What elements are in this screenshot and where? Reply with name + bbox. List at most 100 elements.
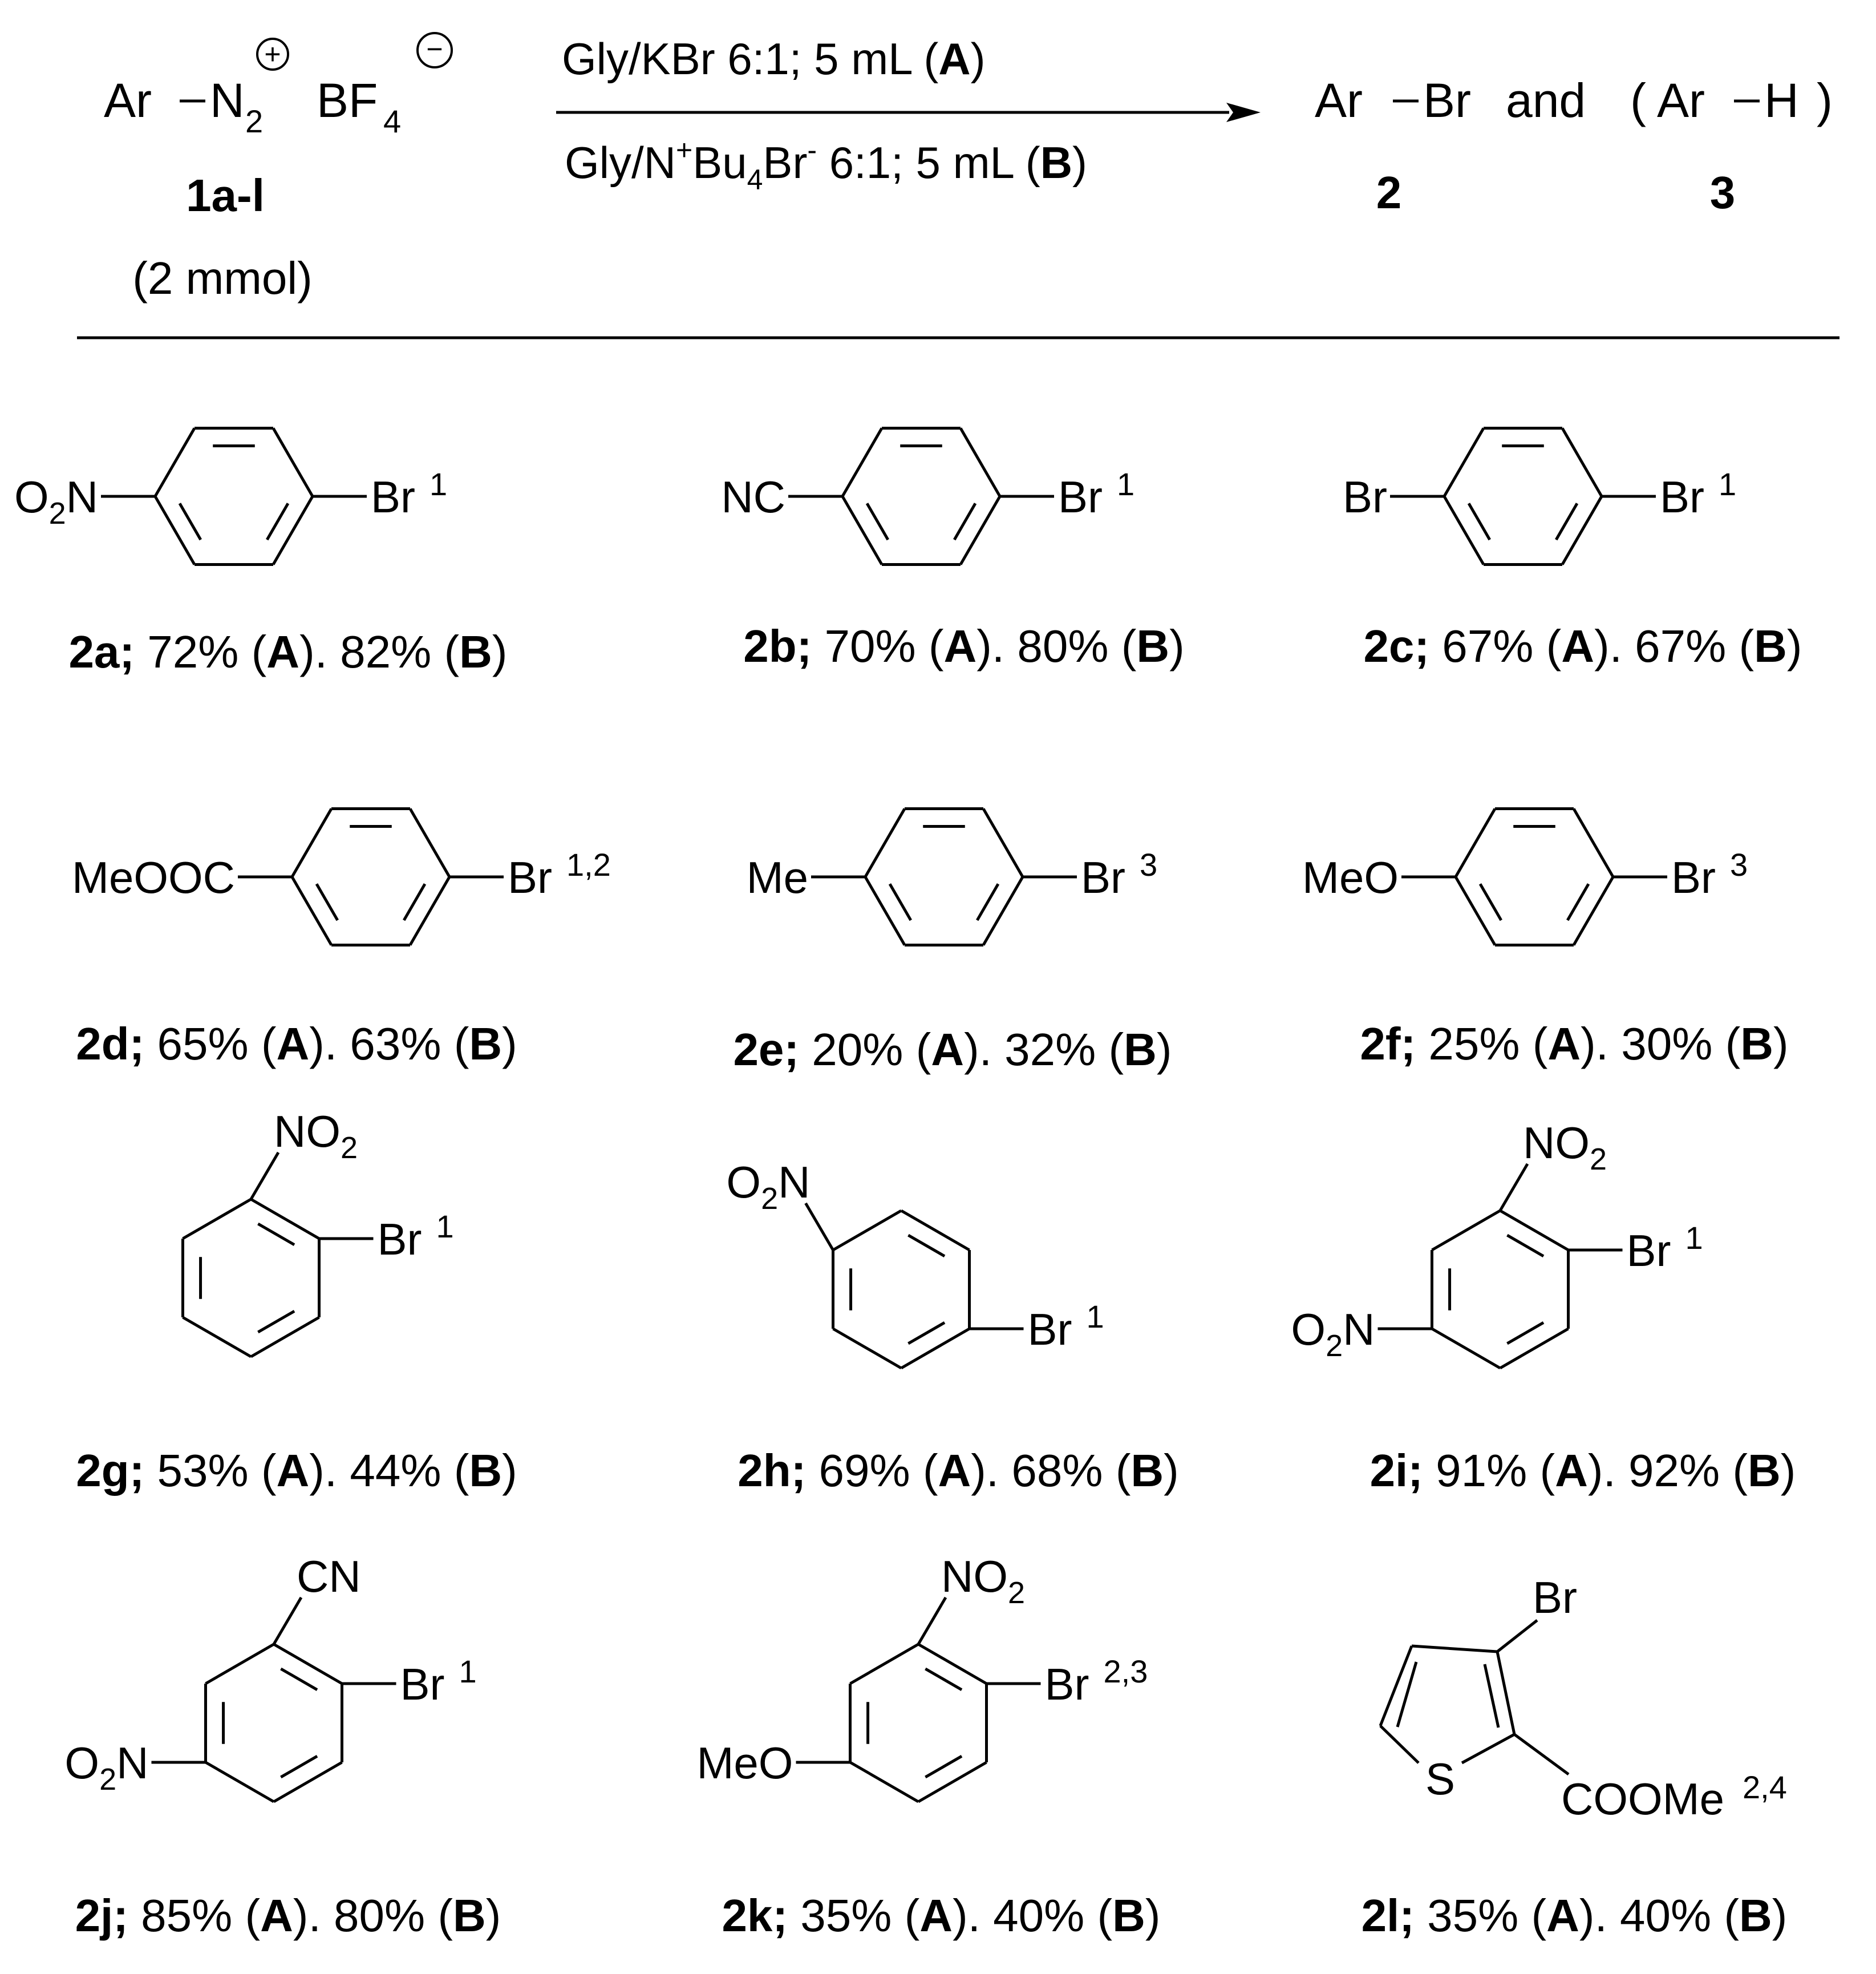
ring-bond — [1572, 808, 1615, 878]
substituent-bond — [249, 1151, 280, 1200]
yield-b-method: B — [1748, 1445, 1781, 1496]
substituent-top-label-subscript: 2 — [1008, 1576, 1025, 1610]
substituent-bond — [272, 1596, 303, 1645]
ring-bond — [182, 1198, 252, 1240]
ring-bond — [182, 1316, 252, 1358]
ring-bond — [864, 876, 906, 946]
substituent-left-label-text: MeO — [696, 1738, 793, 1788]
ring-inner-bond — [1506, 1233, 1545, 1257]
substituent-right-label: Br — [1671, 852, 1716, 903]
substituent-bond — [917, 1596, 947, 1645]
yield-b-value: ). 68% ( — [971, 1445, 1131, 1496]
substituent-right-label-text: Br — [371, 472, 415, 522]
yield-b-method: B — [1754, 621, 1787, 672]
ring-bond — [1411, 1644, 1498, 1653]
substituent-left-label-text: N — [1343, 1304, 1375, 1354]
ring-inner-bond — [257, 1310, 295, 1334]
yield-a-method: A — [1555, 1445, 1588, 1496]
substituent-left-label-text: O — [1291, 1304, 1326, 1354]
yield-b-value: ). 80% ( — [293, 1890, 453, 1941]
substituent-left-label: O2N — [64, 1738, 148, 1797]
ring-bond — [841, 427, 884, 497]
substituent-right-label-text: Br — [1627, 1225, 1671, 1276]
yield-a-value: 35% ( — [788, 1890, 920, 1941]
product-3-h: H — [1764, 74, 1799, 127]
ring-inner-bond — [280, 1667, 318, 1691]
ring-bond — [849, 1643, 919, 1685]
ring-inner-bond — [925, 1755, 963, 1779]
substituent-top-label-text: Br — [1533, 1572, 1577, 1623]
substituent-top-label-text: NO — [941, 1551, 1008, 1601]
compound-id: 2f; — [1360, 1018, 1416, 1069]
yield-close: ) — [502, 1445, 517, 1496]
ring-bond — [917, 1761, 987, 1803]
ring-bond — [290, 808, 333, 878]
ring-bond — [1431, 1209, 1501, 1252]
substituent-right-label-text: Br — [1081, 852, 1125, 903]
yield-b-value: ). 32% ( — [964, 1024, 1124, 1075]
yield-close: ) — [1145, 1890, 1161, 1941]
yield-a-method: A — [266, 626, 299, 677]
condition-b-text-1: Gly/N — [565, 137, 676, 188]
yield-a-value: 53% ( — [144, 1445, 277, 1496]
ring-inner-bond — [907, 1321, 946, 1345]
yield-a-method: A — [943, 621, 977, 672]
ring-bond — [153, 495, 196, 565]
yield-close: ) — [1787, 621, 1802, 672]
ring-inner-bond — [1467, 503, 1491, 541]
substituent-right-label-text: Br — [508, 852, 552, 903]
product-2-ar: Ar — [1315, 74, 1363, 127]
yield-b-value: ). 44% ( — [309, 1445, 469, 1496]
substituent-left-label-subscript: 2 — [1326, 1329, 1343, 1363]
substituent-bond — [1513, 1733, 1570, 1776]
ring-bond — [1443, 427, 1485, 497]
ring-inner-bond — [1566, 883, 1590, 921]
yield-b-method: B — [1131, 1445, 1164, 1496]
product-2-br: Br — [1423, 74, 1471, 127]
ring-bond — [1454, 808, 1497, 878]
ring-inner-bond — [925, 1667, 963, 1691]
ring-bond — [841, 495, 884, 565]
ring-inner-bond — [865, 503, 889, 541]
substituent-left-label: NC — [721, 472, 785, 522]
substituent-right-label: Br — [1627, 1225, 1671, 1276]
ring-bond — [1379, 1725, 1420, 1764]
condition-b-close: ) — [1072, 137, 1087, 188]
ring-bond — [864, 808, 906, 878]
footnote-marker: 2,4 — [1743, 1769, 1787, 1805]
ring-bond — [205, 1643, 275, 1685]
condition-b: Gly/N+Bu4Br- 6:1; 5 mL (B) — [565, 134, 1087, 196]
yield-a-method: A — [276, 1018, 309, 1069]
ring-bond — [1561, 427, 1603, 497]
yield-close: ) — [1772, 1890, 1788, 1941]
yield-a-value: 25% ( — [1416, 1018, 1548, 1069]
ring-bond — [273, 1643, 343, 1685]
ring-bond — [1572, 876, 1615, 946]
substituent-bond — [1498, 1163, 1529, 1212]
minus-charge-sign: − — [426, 33, 443, 65]
yield-close: ) — [1157, 1024, 1172, 1075]
substituent-right-label: Br — [371, 472, 415, 522]
yield-a-value: 85% ( — [128, 1890, 261, 1941]
substituent-left-label: O2N — [1291, 1304, 1375, 1363]
substituent-right-label: Br — [508, 852, 552, 903]
compound-id: 2g; — [76, 1445, 144, 1496]
substituent-left-label: Me — [747, 852, 808, 903]
yield-a-value: 69% ( — [806, 1445, 938, 1496]
substituent-top-label-text: NO — [274, 1106, 341, 1156]
footnote-marker: 1 — [430, 466, 447, 502]
substituent-right-label: Br — [1045, 1659, 1089, 1709]
compound-id: 2b; — [743, 621, 812, 672]
ring-bond — [917, 1643, 987, 1685]
substituent-left-label-text: N — [116, 1738, 148, 1788]
substituent-left-label-text: MeOOC — [72, 852, 235, 903]
substituent-top-label-subscript: 2 — [761, 1182, 778, 1216]
ring-inner-bond — [257, 1222, 295, 1246]
ring-bond — [250, 1198, 320, 1240]
and-text: and — [1506, 74, 1586, 127]
ring-bond — [1379, 1645, 1413, 1726]
